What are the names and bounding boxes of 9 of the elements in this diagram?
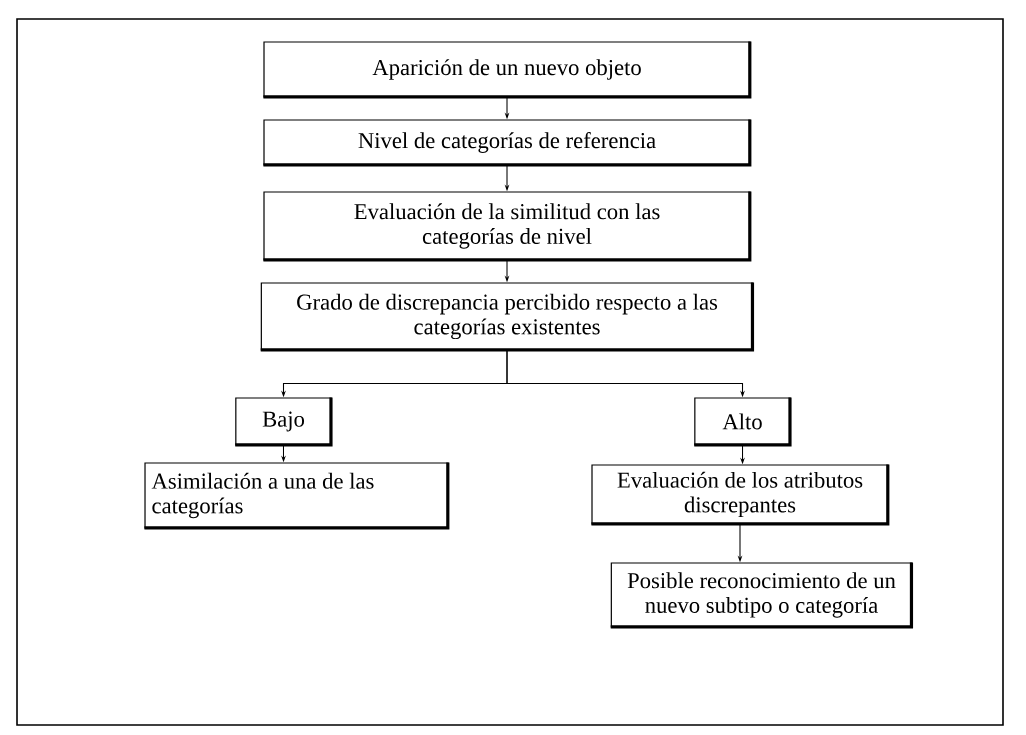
process-box: Bajo [235,397,333,447]
process-box: Nivel de categorías de referencia [263,119,752,167]
process-box: Grado de discrepancia percibido respecto a las categorías existentes [260,282,755,352]
process-box: Posible reconocimiento de un nuevo subtipo o categoría [610,562,914,629]
process-box: Asimilación a una de las categorías [144,462,450,530]
process-box: Alto [694,397,792,447]
process-box: Evaluación de los atributos discrepantes [591,464,890,526]
process-box: Evaluación de la similitud con las categorías de nivel [263,191,752,262]
process-box: Aparición de un nuevo objeto [263,41,752,99]
